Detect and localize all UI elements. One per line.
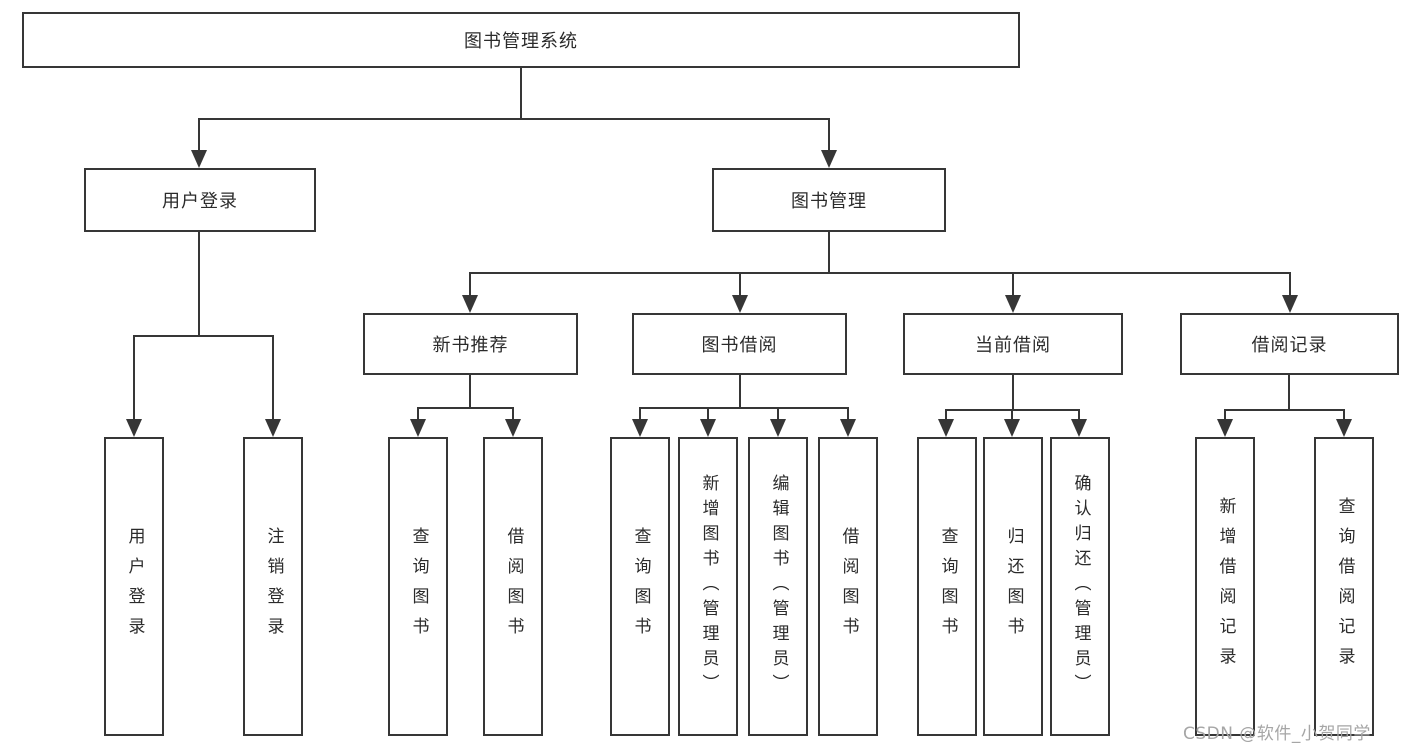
leaf-logout: 注销登录 [243,437,303,736]
leaf-query-books-recommend-label: 查询图书 [408,526,429,647]
node-current-borrow-label: 当前借阅 [975,335,1051,356]
connector-line [198,230,200,337]
leaf-add-borrow-record: 新增借阅记录 [1195,437,1255,736]
node-book-borrow: 图书借阅 [632,313,847,375]
leaf-user-login: 用户登录 [104,437,164,736]
leaf-edit-books-admin-label: 编辑图书（管理员） [768,474,789,699]
connector-line [847,407,849,421]
connector-line [469,272,1291,274]
leaf-query-books-borrow: 查询图书 [610,437,670,736]
connector-line [639,407,849,409]
node-user-login: 用户登录 [84,168,316,232]
arrowhead-down-icon [410,419,426,437]
connector-line [639,407,641,421]
connector-line [1224,409,1226,421]
arrowhead-down-icon [1071,419,1087,437]
arrowhead-down-icon [1005,295,1021,313]
node-borrow-records-label: 借阅记录 [1251,335,1328,356]
leaf-query-books-borrow-label: 查询图书 [630,526,651,647]
leaf-borrow-books-label: 借阅图书 [838,526,859,647]
node-new-book-recommend-label: 新书推荐 [432,335,509,356]
connector-line [272,335,274,421]
csdn-watermark: CSDN @软件_小贺同学 [1183,724,1371,744]
connector-line [1224,409,1345,411]
connector-line [707,407,709,421]
leaf-user-login-label: 用户登录 [124,526,145,647]
connector-line [777,407,779,421]
leaf-edit-books-admin: 编辑图书（管理员） [748,437,808,736]
leaf-add-borrow-record-label: 新增借阅记录 [1215,496,1236,677]
arrowhead-down-icon [1336,419,1352,437]
connector-line [198,118,200,151]
leaf-query-books-current: 查询图书 [917,437,977,736]
leaf-return-books: 归还图书 [983,437,1043,736]
connector-line [469,373,471,409]
connector-line [417,407,419,421]
connector-line [520,66,522,118]
node-current-borrow: 当前借阅 [903,313,1123,375]
leaf-add-books-admin-label: 新增图书（管理员） [698,474,719,699]
leaf-confirm-return-admin-label: 确认归还（管理员） [1070,474,1091,699]
node-user-login-label: 用户登录 [162,191,238,212]
arrowhead-down-icon [840,419,856,437]
connector-line [739,373,741,409]
leaf-query-borrow-record-label: 查询借阅记录 [1334,496,1355,677]
leaf-logout-label: 注销登录 [263,526,284,647]
node-book-borrow-label: 图书借阅 [701,335,778,356]
connector-line [945,409,947,421]
arrowhead-down-icon [265,419,281,437]
connector-line [133,335,135,421]
node-borrow-records: 借阅记录 [1180,313,1399,375]
connector-line [512,407,514,421]
leaf-query-borrow-record: 查询借阅记录 [1314,437,1374,736]
connector-line [1012,272,1014,297]
arrowhead-down-icon [700,419,716,437]
connector-line [417,407,514,409]
arrowhead-down-icon [821,150,837,168]
leaf-borrow-books: 借阅图书 [818,437,878,736]
node-root: 图书管理系统 [22,12,1020,68]
arrowhead-down-icon [1282,295,1298,313]
arrowhead-down-icon [505,419,521,437]
node-book-management-label: 图书管理 [791,191,867,212]
connector-line [198,118,830,120]
arrowhead-down-icon [1004,419,1020,437]
connector-line [828,230,830,274]
arrowhead-down-icon [938,419,954,437]
connector-line [1289,272,1291,297]
node-new-book-recommend: 新书推荐 [363,313,578,375]
connector-line [739,272,741,297]
leaf-query-books-recommend: 查询图书 [388,437,448,736]
leaf-query-books-current-label: 查询图书 [937,526,958,647]
connector-line [469,272,471,297]
leaf-add-books-admin: 新增图书（管理员） [678,437,738,736]
arrowhead-down-icon [191,150,207,168]
leaf-return-books-label: 归还图书 [1003,526,1024,647]
connector-line [1288,373,1290,411]
connector-line [828,118,830,151]
connector-line [1011,409,1013,421]
arrowhead-down-icon [732,295,748,313]
connector-line [1343,409,1345,421]
arrowhead-down-icon [126,419,142,437]
arrowhead-down-icon [462,295,478,313]
leaf-borrow-books-recommend: 借阅图书 [483,437,543,736]
node-root-label: 图书管理系统 [464,31,578,52]
arrowhead-down-icon [770,419,786,437]
leaf-borrow-books-recommend-label: 借阅图书 [503,526,524,647]
arrowhead-down-icon [1217,419,1233,437]
connector-line [1078,409,1080,421]
connector-line [133,335,274,337]
leaf-confirm-return-admin: 确认归还（管理员） [1050,437,1110,736]
node-book-management: 图书管理 [712,168,946,232]
arrowhead-down-icon [632,419,648,437]
connector-line [1012,373,1014,411]
